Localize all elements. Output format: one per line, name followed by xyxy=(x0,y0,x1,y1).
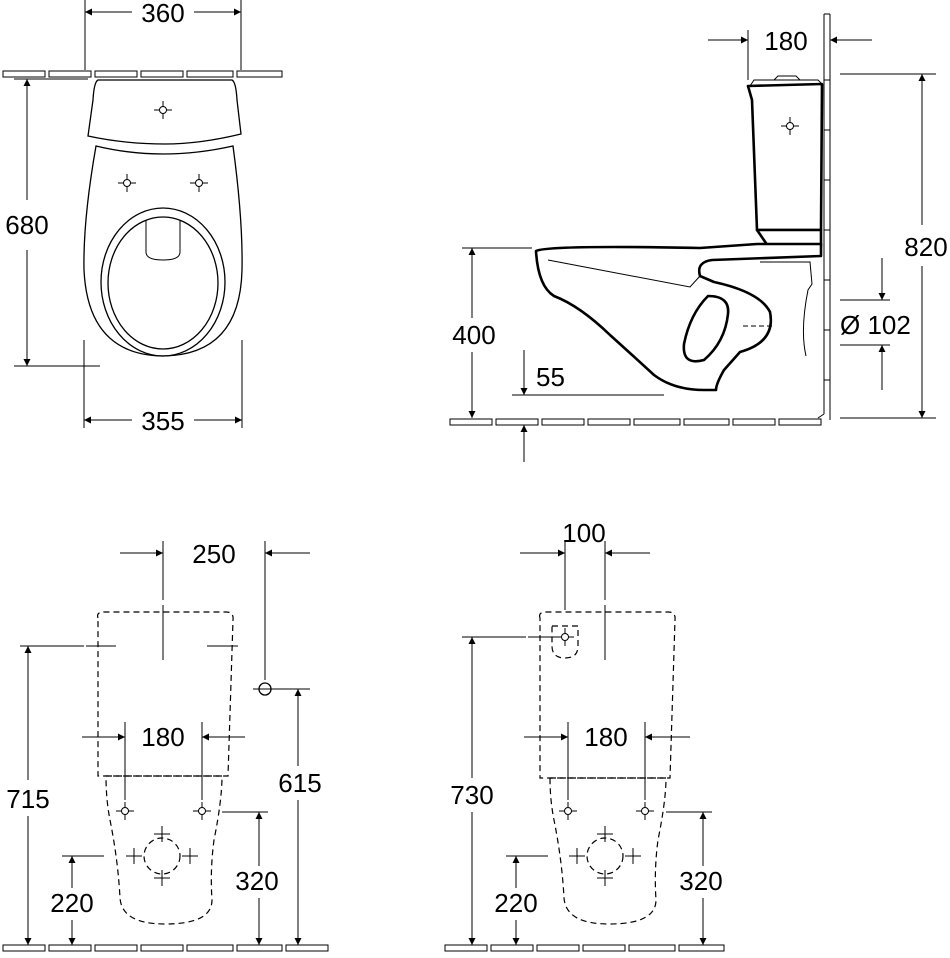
floor-line-rear-right xyxy=(444,944,725,952)
floor-line-rear-left xyxy=(2,944,329,952)
floor-line-top xyxy=(2,70,283,78)
rear-view-right: 100 180 730 320 220 xyxy=(444,518,725,952)
trap-side xyxy=(682,294,730,363)
fixing-hole-icon xyxy=(192,801,212,821)
dim-outlet-height: 220 xyxy=(494,888,537,918)
dim-fixing-height: 320 xyxy=(235,866,278,896)
outlet-crosses xyxy=(126,826,198,886)
dim-depth: 680 xyxy=(5,210,48,240)
dim-supply-offset: 250 xyxy=(192,539,235,569)
outlet-crosses xyxy=(569,826,641,886)
dim-outlet-diameter: Ø 102 xyxy=(840,310,911,340)
bowl-outline-top xyxy=(83,145,243,357)
wall-side xyxy=(817,13,831,420)
dim-rim-height: 400 xyxy=(452,320,495,350)
cistern-lid xyxy=(749,79,823,87)
tank-button-icon xyxy=(153,100,173,120)
dim-width-bottom: 355 xyxy=(141,406,184,436)
fixing-hole-icon xyxy=(115,801,135,821)
fixing-hole-icon xyxy=(189,173,209,193)
seat-hinge xyxy=(145,220,181,261)
dim-tank-height: 715 xyxy=(6,784,49,814)
fixing-hole-icon xyxy=(558,801,578,821)
bowl-rear-right xyxy=(549,777,667,925)
cistern-side xyxy=(746,82,824,232)
outlet-circle xyxy=(586,837,624,875)
cistern-button-side xyxy=(773,75,801,81)
bowl-rim-inner xyxy=(547,259,701,288)
tank-outline-top xyxy=(87,79,242,145)
bowl-rear-left xyxy=(105,775,223,925)
bowl-side xyxy=(534,242,823,392)
dim-fixing-spacing: 180 xyxy=(141,722,184,752)
cistern-rear-left xyxy=(97,611,234,777)
dim-tank-height: 730 xyxy=(450,780,493,810)
fixing-hole-icon xyxy=(117,173,137,193)
dim-tank-depth: 180 xyxy=(764,26,807,56)
cistern-rear-right xyxy=(539,611,676,779)
side-view: 180 820 400 Ø 102 55 xyxy=(449,13,948,462)
dim-width-top: 360 xyxy=(141,0,184,28)
dim-supply-height: 615 xyxy=(278,768,321,798)
seat-inner xyxy=(107,216,219,350)
seat-outer xyxy=(100,207,226,357)
outlet-circle xyxy=(143,837,181,875)
dim-total-height: 820 xyxy=(904,232,947,262)
dim-outlet-offset: 55 xyxy=(536,362,565,392)
rear-view-left: 250 180 715 615 320 220 xyxy=(2,539,329,952)
supply-pocket xyxy=(551,625,579,659)
floor-line-side xyxy=(449,418,822,426)
dim-supply-offset: 100 xyxy=(562,518,605,548)
dim-fixing-spacing: 180 xyxy=(584,722,627,752)
fixing-hole-icon xyxy=(635,801,655,821)
top-view: 360 680 355 xyxy=(2,0,283,436)
pan-connector xyxy=(760,261,813,357)
dim-fixing-height: 320 xyxy=(679,866,722,896)
dim-outlet-height: 220 xyxy=(50,888,93,918)
